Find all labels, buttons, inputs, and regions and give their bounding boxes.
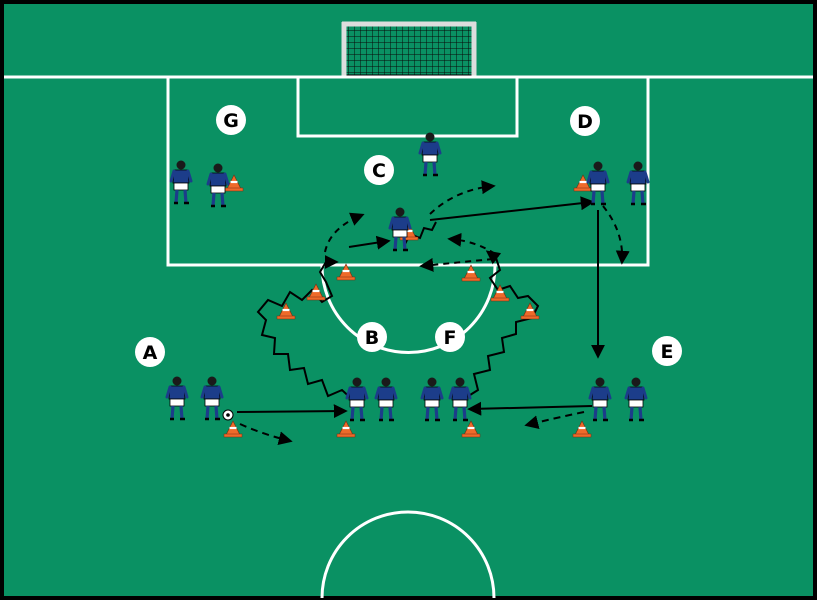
station-labels: A B C D E F G (135, 105, 682, 367)
movement-arrows (236, 180, 630, 446)
station-label-text: D (577, 111, 593, 133)
station-label-text: A (143, 342, 158, 364)
station-label-g: G (216, 105, 246, 135)
station-label-d: D (570, 106, 600, 136)
station-label-text: C (372, 160, 386, 182)
center-circle (320, 510, 496, 599)
pitch-surface (4, 4, 813, 596)
pass-arrow (236, 404, 348, 419)
station-label-b: B (357, 322, 387, 352)
station-label-f: F (435, 322, 465, 352)
goal-net-icon (341, 21, 477, 77)
run-arrow (429, 180, 496, 215)
penalty-arc (320, 265, 497, 354)
pass-arrow (429, 196, 595, 221)
dribble-arrow (256, 255, 356, 403)
run-arrow (602, 205, 630, 265)
station-label-e: E (652, 336, 682, 366)
pass-arrow (348, 235, 391, 250)
six-yard-box (296, 75, 519, 138)
run-arrow (239, 423, 293, 446)
station-label-text: E (661, 341, 674, 363)
pass-arrow (467, 401, 593, 416)
ball-icon (222, 409, 234, 421)
run-arrow (524, 411, 585, 430)
run-arrow (419, 257, 494, 272)
station-label-c: C (364, 155, 394, 185)
pitch-lines (4, 75, 813, 599)
station-label-text: B (365, 327, 379, 349)
station-label-text: G (223, 110, 239, 132)
station-label-a: A (135, 337, 165, 367)
station-label-text: F (444, 327, 457, 349)
run-arrow (324, 212, 365, 253)
